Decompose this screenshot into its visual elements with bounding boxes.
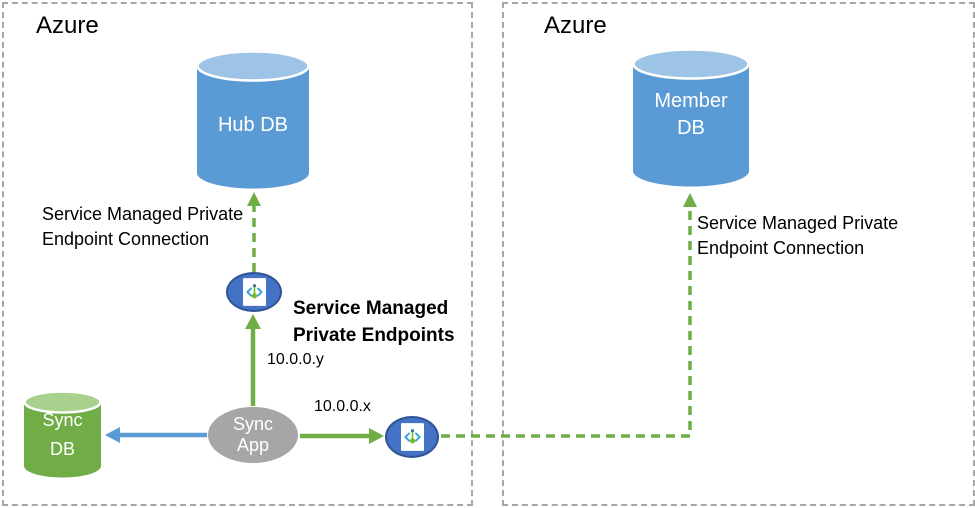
sync-app-node: Sync App [208, 407, 298, 463]
private-endpoints-title: Service Managed Private Endpoints [293, 298, 455, 346]
private-endpoint-icon [400, 423, 424, 451]
sync-db-label: Sync DB [42, 410, 83, 459]
private-endpoint-icon [242, 278, 266, 306]
azure-box-left-title: Azure [36, 12, 99, 39]
database-cylinder-shape [196, 50, 310, 189]
private-endpoint-node-top [226, 272, 282, 312]
member-db-cylinder: Member DB [632, 48, 750, 189]
database-cylinder-shape [23, 390, 102, 478]
service-connection-label-right: Service Managed Private Endpoint Connect… [697, 213, 899, 258]
database-cylinder-shape [632, 48, 750, 187]
azure-box-right-title: Azure [544, 12, 607, 39]
member-db-label: Member DB [654, 90, 728, 139]
ip-label-y: 10.0.0.y [267, 351, 324, 368]
ip-label-x: 10.0.0.x [314, 398, 371, 415]
hub-db-cylinder: Hub DB [196, 50, 310, 191]
sync-db-cylinder: Sync DB [23, 390, 102, 480]
service-connection-label-left: Service Managed Private Endpoint Connect… [42, 204, 244, 249]
sync-app-label: Sync App [232, 414, 274, 455]
hub-db-label: Hub DB [217, 114, 289, 136]
private-endpoint-node-right [385, 416, 439, 458]
